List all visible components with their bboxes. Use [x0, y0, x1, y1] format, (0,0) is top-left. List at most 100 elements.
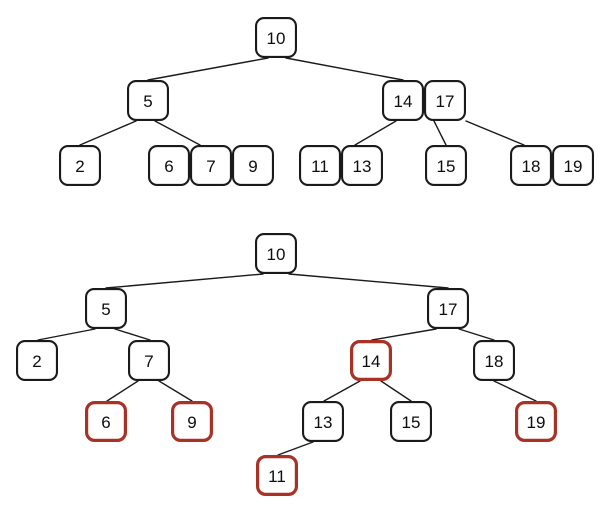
node-box[interactable]: [232, 145, 275, 187]
tree-edge-t-10-t-14: [285, 57, 404, 81]
tree-edge-b-7-b-9: [158, 380, 193, 402]
bottom-tree-nodes: 10 5 17 2 7 14 18 6 9 13 15 19 11: [15, 233, 557, 497]
tree-edge-b-7-b-6: [106, 380, 139, 402]
tree-edge-t-17-t-18: [465, 120, 525, 146]
node-label: 18: [522, 157, 541, 176]
edges-layer: [37, 57, 537, 456]
tree-node-t-5[interactable]: 5: [127, 80, 170, 122]
node-label: 17: [436, 92, 455, 111]
tree-node-t-15[interactable]: 15: [424, 145, 467, 187]
tree-node-b-2[interactable]: 2: [15, 339, 59, 381]
node-box[interactable]: [127, 80, 170, 122]
node-label: 18: [485, 352, 504, 371]
node-label: 11: [311, 157, 329, 176]
node-label: 15: [437, 157, 456, 176]
tree-edge-t-5-t-2: [79, 120, 137, 146]
tree-node-t-13[interactable]: 13: [340, 145, 383, 187]
tree-edge-b-14-b-15: [380, 380, 412, 402]
node-box-highlighted[interactable]: [350, 340, 393, 382]
node-box[interactable]: [381, 80, 424, 122]
tree-node-b-7[interactable]: 7: [128, 339, 171, 381]
tree-node-t-9[interactable]: 9: [232, 145, 275, 187]
tree-node-t-7[interactable]: 7: [190, 145, 233, 187]
node-label: 10: [267, 29, 286, 48]
node-label: 11: [268, 467, 286, 486]
node-label: 10: [267, 245, 286, 264]
node-label: 14: [394, 92, 413, 111]
node-box[interactable]: [426, 287, 469, 329]
node-label: 15: [402, 413, 421, 432]
node-label: 19: [564, 157, 583, 176]
node-box[interactable]: [424, 145, 467, 187]
node-label: 2: [32, 352, 41, 371]
tree-edge-b-13-b-11: [277, 441, 314, 456]
tree-node-t-6[interactable]: 6: [148, 145, 191, 187]
tree-node-t-17[interactable]: 17: [423, 80, 466, 122]
node-label: 14: [362, 352, 381, 371]
node-box[interactable]: [298, 145, 341, 187]
node-box[interactable]: [301, 400, 344, 442]
tree-node-b-10[interactable]: 10: [254, 233, 297, 275]
tree-node-b-19[interactable]: 19: [514, 401, 557, 443]
node-box[interactable]: [254, 16, 297, 59]
node-box[interactable]: [148, 145, 191, 187]
node-box[interactable]: [340, 145, 383, 187]
tree-node-b-17[interactable]: 17: [426, 287, 469, 329]
tree-edge-b-5-b-2: [37, 328, 96, 341]
node-label: 2: [75, 157, 84, 176]
node-label: 13: [353, 157, 372, 176]
node-box-highlighted[interactable]: [256, 455, 299, 497]
tree-edge-t-10-t-5: [147, 57, 269, 81]
node-box-highlighted[interactable]: [84, 401, 127, 443]
node-label: 17: [439, 300, 458, 319]
node-box-highlighted[interactable]: [171, 401, 214, 443]
tree-node-b-15[interactable]: 15: [389, 400, 432, 442]
node-box-highlighted[interactable]: [514, 401, 557, 443]
node-label: 5: [101, 300, 110, 319]
node-box[interactable]: [423, 80, 466, 122]
tree-node-t-10[interactable]: 10: [254, 16, 297, 59]
tree-node-t-11[interactable]: 11: [298, 145, 341, 187]
node-label: 7: [206, 157, 215, 176]
tree-node-b-13[interactable]: 13: [301, 400, 344, 442]
node-box[interactable]: [190, 145, 233, 187]
tree-node-b-9[interactable]: 9: [171, 401, 214, 443]
tree-edge-t-5-t-7: [154, 120, 201, 146]
node-label: 7: [144, 352, 153, 371]
tree-node-b-6[interactable]: 6: [84, 401, 127, 443]
node-box[interactable]: [128, 339, 171, 381]
node-box[interactable]: [85, 287, 128, 329]
tree-node-b-18[interactable]: 18: [472, 339, 515, 381]
bottom-tree-edges: [37, 273, 537, 456]
tree-node-t-18[interactable]: 18: [509, 145, 552, 187]
tree-edge-b-17-b-14: [371, 328, 437, 341]
tree-node-t-2[interactable]: 2: [58, 145, 102, 187]
node-label: 13: [314, 413, 333, 432]
tree-edge-t-17-t-15: [433, 120, 447, 146]
tree-node-b-5[interactable]: 5: [85, 287, 128, 329]
top-tree-edges: [79, 57, 525, 146]
node-box[interactable]: [472, 339, 515, 381]
node-label: 6: [101, 413, 110, 432]
tree-edge-b-17-b-18: [458, 328, 495, 341]
node-box[interactable]: [254, 233, 297, 275]
tree-edge-b-10-b-5: [105, 273, 264, 289]
tree-node-b-14[interactable]: 14: [350, 340, 393, 382]
tree-node-t-14[interactable]: 14: [381, 80, 424, 122]
tree-edge-b-18-b-19: [493, 380, 537, 402]
tree-node-b-11[interactable]: 11: [256, 455, 299, 497]
node-box[interactable]: [551, 145, 594, 187]
node-box[interactable]: [389, 400, 432, 442]
node-label: 9: [187, 413, 196, 432]
node-label: 6: [164, 157, 173, 176]
tree-node-t-19[interactable]: 19: [551, 145, 594, 187]
node-box[interactable]: [509, 145, 552, 187]
tree-edge-t-14-t-13: [354, 120, 397, 146]
node-box[interactable]: [58, 145, 102, 187]
node-box[interactable]: [15, 339, 59, 381]
tree-edge-b-14-b-13: [323, 380, 361, 402]
